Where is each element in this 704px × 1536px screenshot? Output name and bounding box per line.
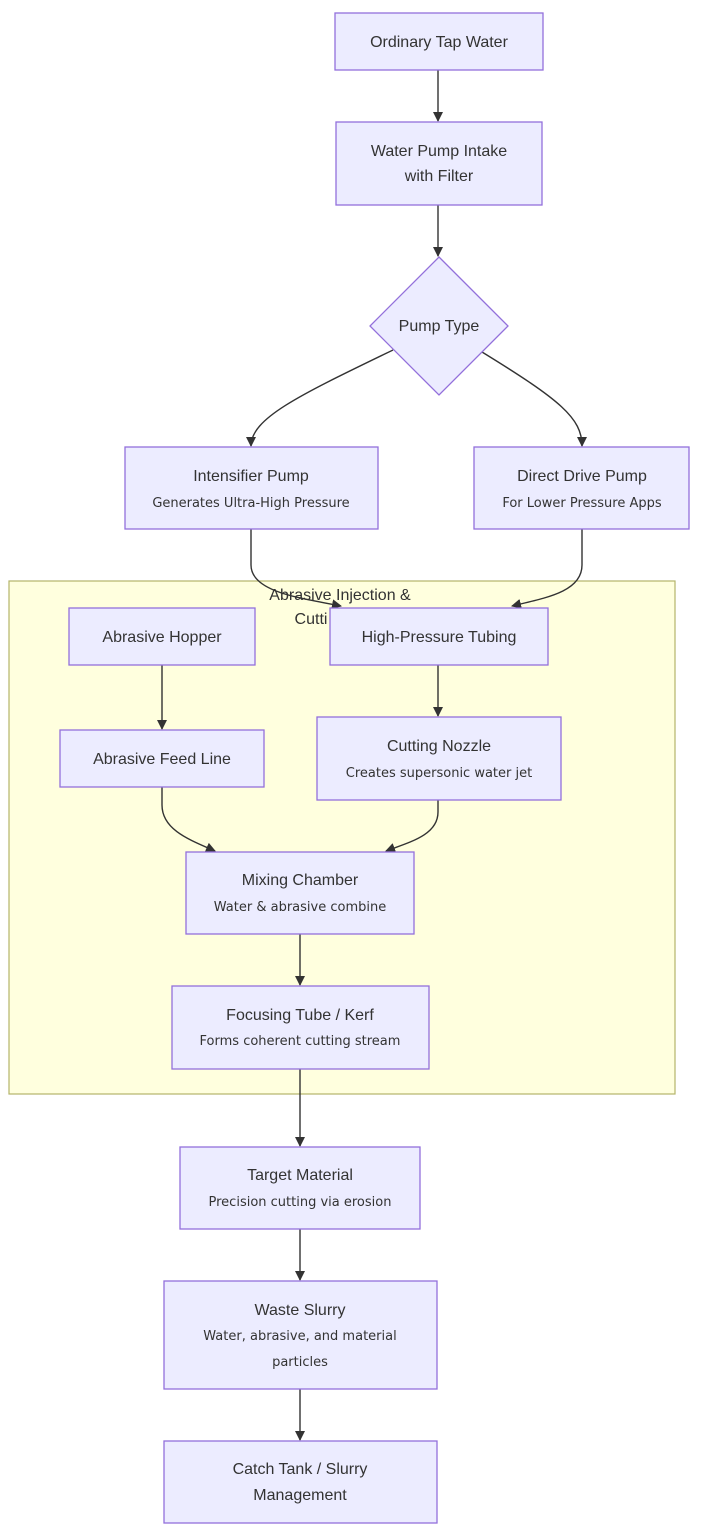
node-high-pressure-tubing[interactable]: High-Pressure Tubing — [329, 607, 549, 666]
node-title: Target Material — [247, 1167, 353, 1184]
node-title: Focusing Tube / Kerf — [226, 1007, 374, 1024]
node-intensifier-pump[interactable]: Intensifier Pump Generates Ultra-High Pr… — [124, 446, 379, 530]
node-title-line2: with Filter — [404, 168, 474, 185]
node-mixing-chamber[interactable]: Mixing Chamber Water & abrasive combine — [185, 851, 415, 935]
edge-intensifier-to-tubing — [250, 529, 342, 610]
node-subtitle: Generates Ultra-High Pressure — [152, 496, 349, 511]
node-subtitle-line2: particles — [272, 1355, 328, 1370]
node-abrasive-hopper[interactable]: Abrasive Hopper — [68, 607, 256, 666]
node-waste-slurry[interactable]: Waste Slurry Water, abrasive, and materi… — [163, 1280, 438, 1390]
node-focusing-tube[interactable]: Focusing Tube / Kerf Forms coherent cutt… — [171, 985, 430, 1070]
node-catch-tank[interactable]: Catch Tank / Slurry Management — [163, 1440, 438, 1524]
node-title: Pump Type — [399, 318, 480, 335]
edges — [157, 70, 587, 1441]
node-title: Mixing Chamber — [242, 872, 359, 889]
node-pump-type-decision[interactable]: Pump Type — [369, 256, 509, 396]
node-subtitle-line1: Water, abrasive, and material — [203, 1329, 396, 1344]
node-title-line1: Water Pump Intake — [371, 143, 507, 160]
edge-directdrive-to-tubing — [511, 529, 583, 609]
node-target-material[interactable]: Target Material Precision cutting via er… — [179, 1146, 421, 1230]
node-title: High-Pressure Tubing — [362, 629, 517, 646]
node-title: Ordinary Tap Water — [370, 34, 509, 51]
node-title: Direct Drive Pump — [517, 468, 647, 485]
node-water-pump-intake[interactable]: Water Pump Intake with Filter — [335, 121, 543, 206]
node-subtitle: For Lower Pressure Apps — [502, 496, 662, 511]
node-title: Intensifier Pump — [193, 468, 309, 485]
cluster-label-line2: Cutti — [295, 611, 328, 628]
edge-nozzle-to-mixing — [385, 800, 439, 853]
edge-feedline-to-mixing — [161, 787, 216, 852]
node-title: Cutting Nozzle — [387, 738, 491, 755]
edge-pumptype-to-directdrive — [481, 351, 587, 447]
node-title: Waste Slurry — [255, 1302, 346, 1319]
node-subtitle: Creates supersonic water jet — [346, 766, 532, 781]
node-subtitle: Water & abrasive combine — [214, 900, 386, 915]
node-title-line2: Management — [253, 1487, 347, 1504]
edge-pumptype-to-intensifier — [246, 349, 394, 447]
node-cutting-nozzle[interactable]: Cutting Nozzle Creates supersonic water … — [316, 716, 562, 801]
node-title-line1: Catch Tank / Slurry — [233, 1461, 368, 1478]
node-direct-drive-pump[interactable]: Direct Drive Pump For Lower Pressure App… — [473, 446, 690, 530]
node-title: Abrasive Feed Line — [93, 751, 231, 768]
node-subtitle: Forms coherent cutting stream — [200, 1034, 401, 1049]
node-ordinary-tap-water[interactable]: Ordinary Tap Water — [334, 12, 544, 71]
node-abrasive-feed-line[interactable]: Abrasive Feed Line — [59, 729, 265, 788]
cluster-label: Abrasive Injection & Cutti — [269, 587, 411, 628]
cluster-label-line1: Abrasive Injection & — [269, 587, 411, 604]
node-subtitle: Precision cutting via erosion — [209, 1195, 392, 1210]
node-title: Abrasive Hopper — [102, 629, 222, 646]
